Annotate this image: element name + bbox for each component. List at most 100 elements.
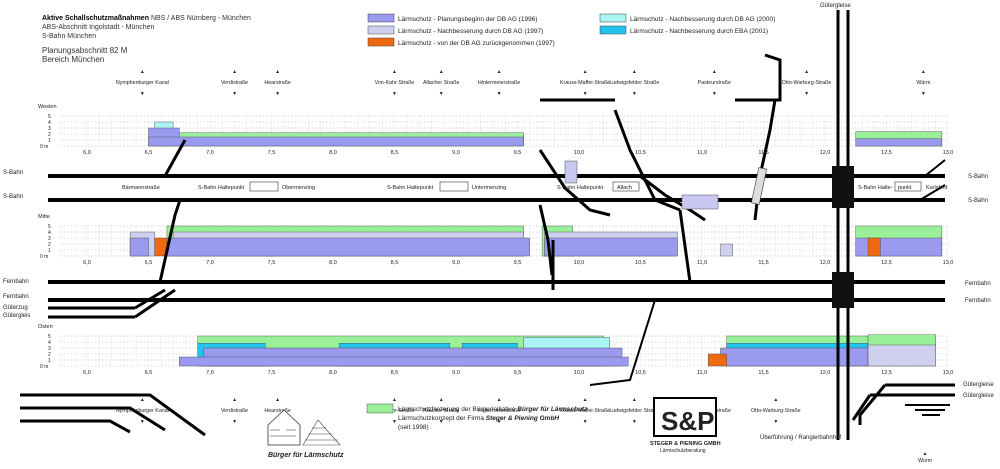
panel-east-km-6: 9,0	[452, 370, 460, 376]
barrier-east-12	[867, 344, 936, 367]
panel-middle-km-2: 7,0	[206, 260, 214, 266]
halt4-label: S-Bahn Halte-	[858, 185, 893, 191]
panel-middle-km-6: 9,0	[452, 260, 460, 266]
footer: Bürger für Lärmschutz Lärmschutzforderun…	[267, 397, 841, 459]
barrier-east-10	[707, 353, 727, 367]
gueterzug-label-left: Güterzug	[3, 305, 28, 311]
panel-east-km-13: 12,5	[881, 370, 892, 376]
gleis-b-down	[678, 209, 692, 283]
panel-middle-km-3: 7,5	[268, 260, 276, 266]
sbahn-ramp-right	[919, 159, 946, 201]
panel-west-scale-1: 1	[48, 138, 51, 144]
street-label-bottom-9: Otto-Warburg-Straße	[751, 408, 801, 414]
sbahn-label-left-1: S-Bahn	[3, 170, 23, 176]
north-spur	[735, 53, 782, 102]
halt1-box	[249, 181, 279, 192]
logo-buerger-text: Bürger für Lärmschutz	[268, 452, 344, 459]
panel-middle-km-9: 10,5	[635, 260, 646, 266]
gueterglels-right-label-2: Gütergleise	[963, 393, 994, 399]
barrier-middle-8	[544, 237, 678, 257]
panel-west-scale-4: 4	[48, 120, 51, 126]
panel-east-scale-0: 0 m	[40, 364, 48, 370]
street-label-top-2: Hearstraße	[264, 80, 291, 86]
barrier-east-6	[179, 356, 629, 367]
halt1-label: S-Bahn Haltepunkt	[198, 185, 245, 191]
panel-middle-km-14: 13,0	[943, 260, 954, 266]
logo-sp-text: S&P	[661, 406, 714, 436]
panel-west-km-2: 7,0	[206, 150, 214, 156]
street-marker-top-up-8: ▲	[712, 69, 717, 75]
barrier-middle-9	[720, 243, 733, 257]
fernbahn-label-right-1: Fernbahn	[965, 281, 991, 287]
panel-west-km-4: 8,0	[329, 150, 337, 156]
panel-middle-km-11: 11,5	[758, 260, 768, 266]
tracks	[20, 10, 955, 440]
street-label-bottom-0: Nymphenburger Kanal	[116, 408, 169, 414]
street-marker-bottom-up-1: ▲	[232, 397, 237, 403]
street-marker-top-up-4: ▲	[439, 69, 444, 75]
south-diagonal	[589, 299, 656, 386]
street-marker-top-up-10: ▲	[921, 69, 926, 75]
halt3-platform	[564, 160, 578, 184]
street-marker-bottom-down-3: ▼	[392, 419, 397, 425]
street-marker-top-down-10: ▼	[921, 91, 926, 97]
panel-east-scale-5: 5	[48, 334, 51, 340]
header-line2: ABS-Abschnitt Ingolstadt - München	[42, 24, 155, 31]
logo-buerger: Bürger für Lärmschutz	[267, 409, 344, 459]
panel-east-km-2: 7,0	[206, 370, 214, 376]
barrier-middle-5	[166, 237, 531, 257]
logo-sp-sub: Lärmschutzberatung	[660, 448, 706, 454]
panel-east-km-9: 10,5	[635, 370, 646, 376]
track-labels: S-Bahn S-Bahn Fernbahn Fernbahn Güterzug…	[3, 3, 994, 399]
street-marker-top-down-2: ▼	[275, 91, 280, 97]
right-gueter-fan	[905, 404, 950, 416]
panel-west-km-1: 6,5	[145, 150, 153, 156]
noise-barriers	[129, 121, 943, 367]
street-label-bottom-5: Hintermeierstraße	[478, 408, 520, 414]
street-marker-top-down-9: ▼	[804, 91, 809, 97]
allach-cross-2	[613, 109, 681, 212]
street-label-top-10: Würm	[916, 80, 931, 86]
sbahn-label-right-2: S-Bahn	[968, 198, 988, 204]
panel-east-scale-1: 1	[48, 358, 51, 364]
barrier-east-9	[720, 347, 869, 367]
panel-middle-scale-4: 4	[48, 230, 51, 236]
street-marker-top-down-6: ▼	[583, 91, 588, 97]
halt3-box	[612, 181, 640, 192]
panel-west-km-9: 10,5	[635, 150, 646, 156]
panel-middle-km-5: 8,5	[391, 260, 399, 266]
allach-bridge	[538, 98, 615, 276]
legend-label-3: Lärmschutz - von der DB AG zurückgenomme…	[398, 40, 555, 47]
halt4-box	[894, 181, 922, 192]
panel-east-km-3: 7,5	[268, 370, 276, 376]
west-diagonal-2	[158, 199, 182, 283]
right-gueter-curve-1	[858, 384, 887, 425]
halt2-box	[439, 181, 469, 192]
panel-west-scale-2: 2	[48, 132, 51, 138]
panel-west-km-6: 9,0	[452, 150, 460, 156]
fernbahn-label-left: Fernbahn	[3, 279, 29, 285]
street-marker-bottom-up-6: ▲	[583, 397, 588, 403]
header-title-bold: Aktive Schallschutzmaßnahmen	[42, 15, 149, 22]
legend-swatch-2	[367, 25, 395, 35]
halt4-box-text: punkt	[898, 185, 912, 191]
bridge-block-2	[832, 272, 854, 308]
street-label-top-0: Nymphenburger Kanal	[116, 80, 169, 86]
ueberfuehrung-label: Überführung / Rangierbahnhof	[760, 434, 841, 441]
street-marker-top-down-5: ▼	[497, 91, 502, 97]
panel-west-scale-5: 5	[48, 114, 51, 120]
header-line3: S-Bahn München	[42, 33, 97, 40]
lower-left-track-2	[20, 406, 166, 432]
street-marker-bottom-up-4: ▲	[439, 397, 444, 403]
halt4-name: Karlsfeld	[926, 185, 947, 191]
street-marker-top-up-9: ▲	[804, 69, 809, 75]
header-title-rest: NBS / ABS Nürnberg - München	[150, 15, 251, 22]
halt3-name: Allach	[617, 185, 632, 191]
street-marker-bottom-down-9: ▼	[773, 419, 778, 425]
street-label-bottom-6: Krauss-Maffei-Straße	[560, 408, 610, 414]
halt1-name: Obermenzing	[282, 185, 315, 191]
street-label-bottom-7: Ludwigsfelder Straße	[609, 408, 659, 414]
street-marker-bottom-up-0: ▲	[140, 397, 145, 403]
legend-swatch-5	[599, 25, 627, 35]
panel-middle-km-13: 12,5	[881, 260, 892, 266]
